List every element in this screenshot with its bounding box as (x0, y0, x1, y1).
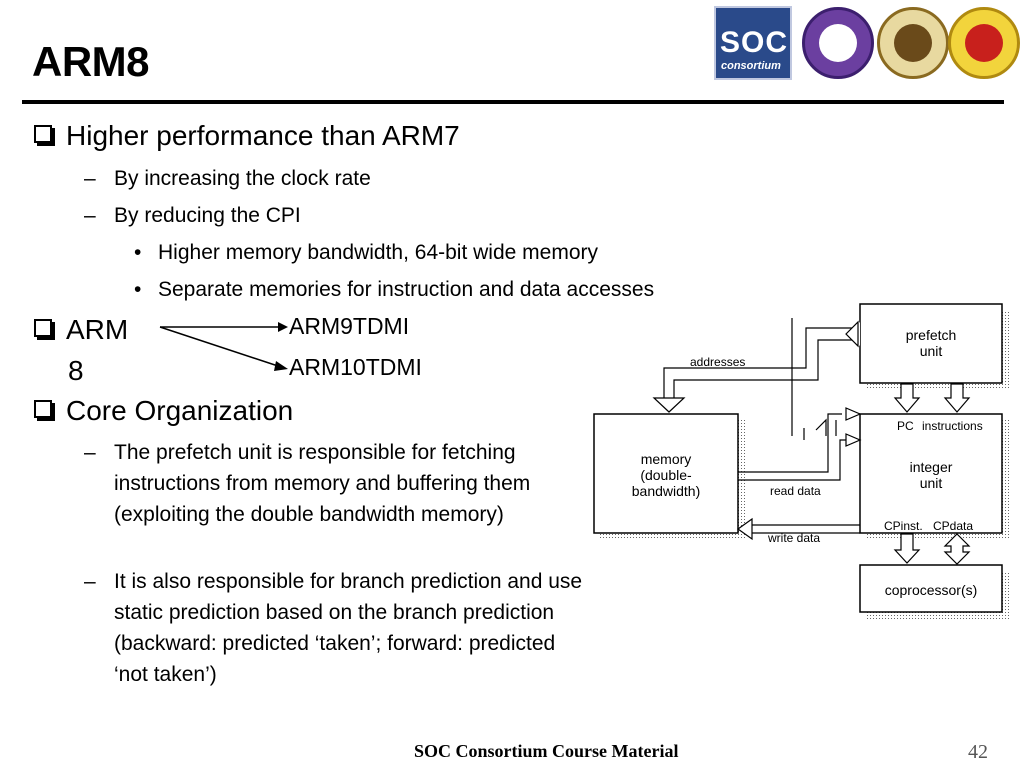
pc-label: PC (897, 419, 914, 433)
consortium-logo-text: consortium (721, 60, 781, 72)
read-data-arrow (738, 413, 848, 481)
page-title: ARM8 (32, 38, 150, 85)
sub-sub-bullet-separate-text: Separate memories for instruction and da… (158, 278, 655, 301)
prefetch-unit-box (859, 303, 1003, 384)
sub-bullet-prefetch-text: The prefetch unit is responsible for fet… (114, 441, 531, 526)
memory-label: memory(double-bandwidth) (631, 451, 701, 499)
arm9tdmi-label: ARM9TDMI (289, 313, 410, 339)
sub-bullet-clock-text: By increasing the clock rate (114, 167, 371, 190)
bullet-arm8: ARM (34, 314, 128, 346)
memory-box (593, 413, 739, 534)
box-bullet-icon (34, 125, 55, 146)
cp-data-label: CPdata (933, 519, 974, 533)
sub-bullet-branch-text: It is also responsible for branch predic… (114, 570, 583, 686)
box-bullet-icon (34, 319, 55, 340)
page-number: 42 (968, 741, 988, 763)
bullet-arm8-line2: 8 (68, 355, 84, 386)
instruction-block-arrows (893, 383, 971, 413)
addresses-arrow (652, 322, 860, 413)
addresses-arrowhead (845, 320, 859, 348)
bullet-core-organization-text: Core Organization (66, 395, 294, 426)
coprocessor-label: coprocessor(s) (884, 582, 978, 598)
coprocessor-block-arrows (893, 533, 971, 565)
sub-bullet-cpi-text: By reducing the CPI (114, 204, 301, 227)
sub-sub-bullet-bandwidth-text: Higher memory bandwidth, 64-bit wide mem… (158, 241, 599, 264)
write-data-arrow (752, 524, 860, 534)
university-seal-1 (802, 7, 874, 79)
logo-strip: SOC consortium (714, 4, 1020, 82)
title-divider (22, 100, 1004, 104)
cp-inst-label: CPinst. (884, 519, 923, 533)
soc-consortium-logo: SOC consortium (714, 6, 792, 80)
arm10tdmi-label: ARM10TDMI (289, 354, 422, 380)
read-data-label: read data (770, 484, 821, 498)
addresses-label: addresses (690, 355, 746, 369)
integer-unit-box (859, 413, 1003, 534)
bullet-core-organization: Core Organization (34, 395, 293, 427)
box-bullet-icon (34, 400, 55, 421)
write-data-label: write data (768, 531, 821, 545)
university-seal-3 (948, 7, 1020, 79)
bullet-performance: Higher performance than ARM7 (34, 120, 460, 152)
footer-course-material: SOC Consortium Course Material (414, 741, 679, 761)
soc-logo-text: SOC (720, 26, 789, 59)
bullet-arm8-text: ARM (66, 314, 129, 345)
bullet-performance-text: Higher performance than ARM7 (66, 120, 460, 151)
instructions-label: instructions (922, 419, 983, 433)
coprocessor-box (859, 564, 1003, 613)
university-seal-2 (877, 7, 949, 79)
